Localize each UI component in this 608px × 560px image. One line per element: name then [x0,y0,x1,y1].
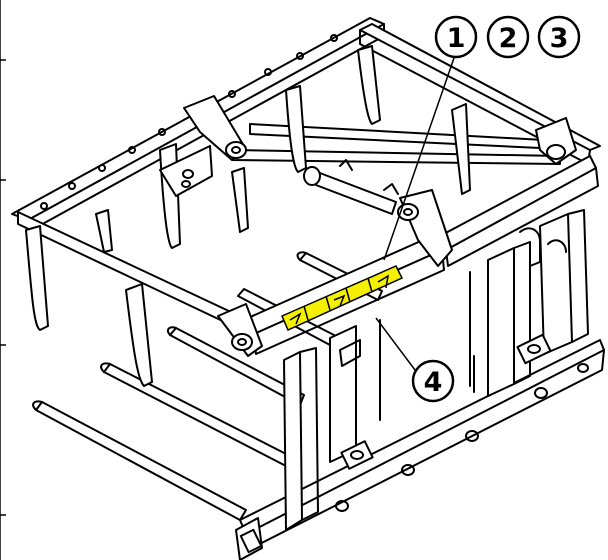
svg-text:4: 4 [424,367,443,398]
hinge-blocks [183,95,577,357]
svg-text:2: 2 [499,23,518,54]
base-rail [235,339,605,560]
warning-decal [281,265,404,332]
callout-leaders [375,57,455,375]
callout-4: 4 [411,359,455,403]
callout-1: 1 [434,15,478,59]
svg-text:3: 3 [550,23,569,54]
callout-2: 2 [486,15,530,59]
hanging-tines [25,45,471,387]
svg-text:1: 1 [447,23,466,54]
page-edge-marks [0,0,6,560]
hydraulic-cylinder [303,159,399,215]
upright-posts [283,209,589,531]
callout-3: 3 [537,15,581,59]
